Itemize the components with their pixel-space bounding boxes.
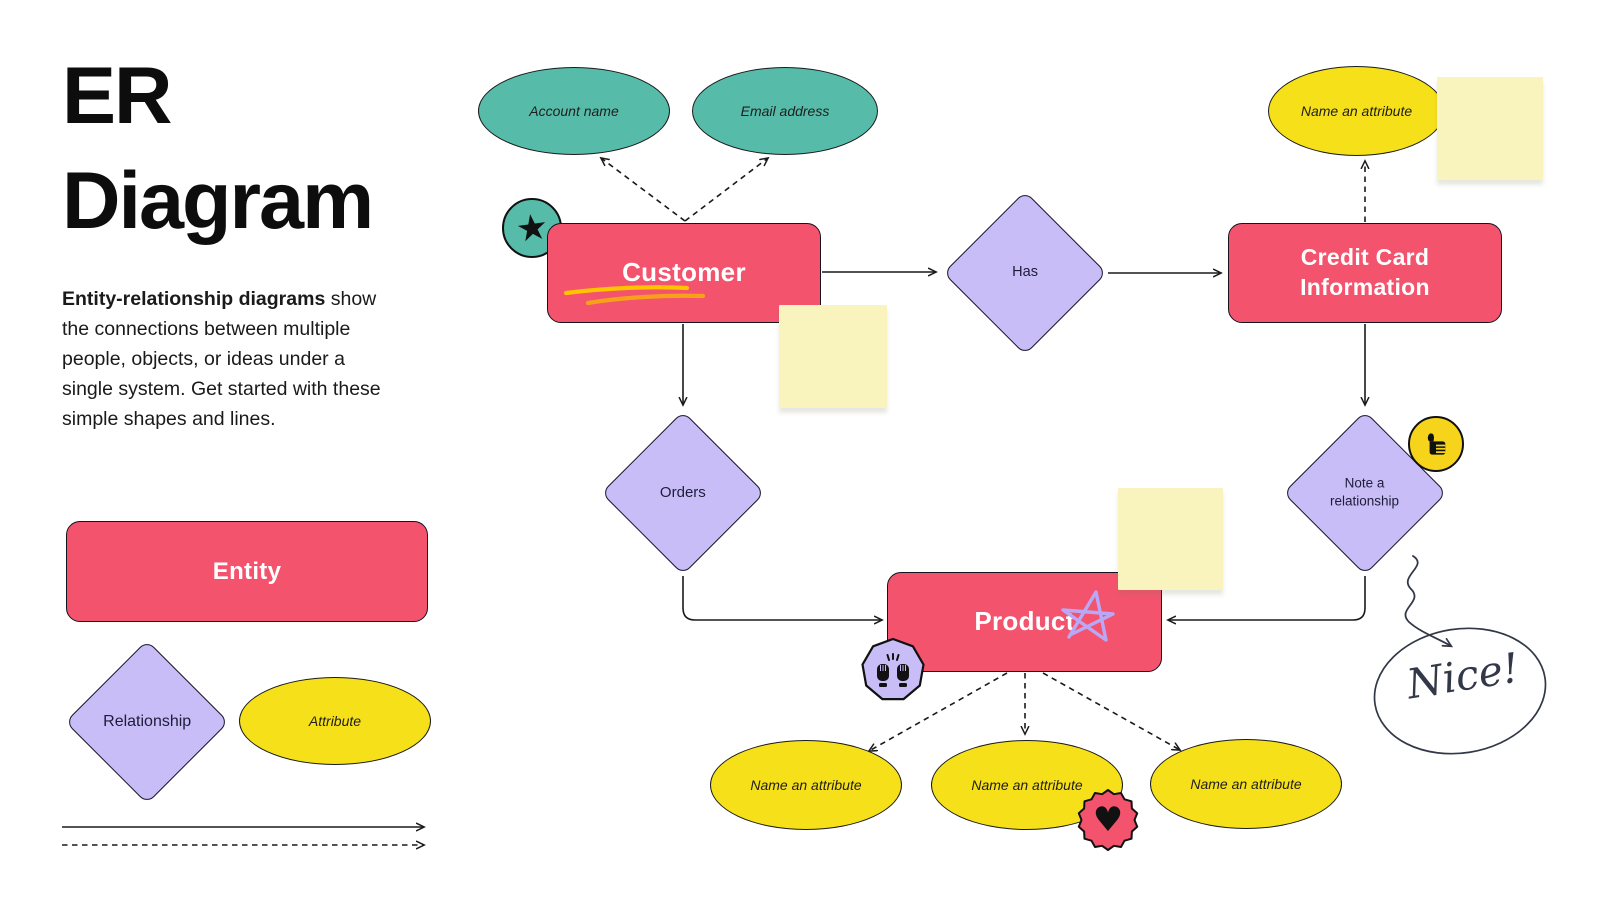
raised-hands-icon <box>861 637 925 701</box>
attribute-account-name-label: Account name <box>529 103 619 119</box>
relationship-note-label: Note a relationship <box>1330 475 1400 509</box>
connector-customer-email-address[interactable] <box>684 156 770 222</box>
sticky-note-1[interactable] <box>1437 77 1543 180</box>
page-description-lead: Entity-relationship diagrams <box>62 288 326 310</box>
attribute-email-address[interactable]: Email address <box>692 67 878 155</box>
page-description-rest: show the connections between multiple pe… <box>62 288 381 431</box>
relationship-orders-label: Orders <box>660 483 706 501</box>
heart-badge[interactable]: ♥ <box>1075 787 1141 853</box>
star-icon: ★ <box>513 205 551 251</box>
legend-relationship-shape[interactable]: Relationship <box>64 639 230 805</box>
legend-attribute-label: Attribute <box>308 713 362 729</box>
attribute-bottom-3-label: Name an attribute <box>1190 776 1302 792</box>
raised-hands-badge[interactable] <box>860 637 926 703</box>
nice-annotation[interactable]: Nice! <box>1403 643 1523 709</box>
entity-credit-card-label: Credit Card Information <box>1300 244 1430 300</box>
entity-credit-card[interactable]: Credit Card Information <box>1228 223 1502 323</box>
attribute-account-name[interactable]: Account name <box>478 67 670 155</box>
attribute-bottom-2-label: Name an attribute <box>971 777 1083 793</box>
attribute-bottom-1[interactable]: Name an attribute <box>710 740 902 830</box>
relationship-has[interactable]: Has <box>942 190 1108 356</box>
page-title: ER Diagram <box>62 51 374 247</box>
legend-attribute-shape[interactable]: Attribute <box>239 677 431 765</box>
attribute-top[interactable]: Name an attribute <box>1268 66 1445 156</box>
attribute-email-address-label: Email address <box>740 103 830 119</box>
sticky-note-2[interactable] <box>779 305 887 408</box>
page-description: Entity-relationship diagrams show the co… <box>62 284 396 434</box>
attribute-bottom-3[interactable]: Name an attribute <box>1150 739 1342 829</box>
thumbs-up-badge[interactable] <box>1408 416 1464 472</box>
heart-seal-icon <box>1077 789 1139 851</box>
entity-customer-label: Customer <box>622 257 746 288</box>
entity-product[interactable]: Product <box>887 572 1162 672</box>
sticky-note-3[interactable] <box>1118 488 1223 590</box>
legend-entity-label: Entity <box>212 557 282 585</box>
entity-product-label: Product <box>974 606 1075 637</box>
thumbs-up-icon <box>1427 433 1446 455</box>
legend-relationship-label: Relationship <box>102 713 192 731</box>
entity-customer[interactable]: Customer <box>547 223 821 323</box>
relationship-orders[interactable]: Orders <box>600 410 766 576</box>
relationship-has-label: Has <box>1012 264 1038 281</box>
attribute-bottom-1-label: Name an attribute <box>750 777 862 793</box>
connector-customer-account-name[interactable] <box>599 156 686 222</box>
legend-entity-shape[interactable]: Entity <box>66 521 428 622</box>
heart-icon: ♥ <box>1092 800 1124 840</box>
connector-product-attribute-3[interactable] <box>1042 672 1182 751</box>
attribute-top-label: Name an attribute <box>1300 103 1413 119</box>
squiggle-arrow <box>1404 555 1454 648</box>
connector-orders-product[interactable] <box>682 576 884 625</box>
